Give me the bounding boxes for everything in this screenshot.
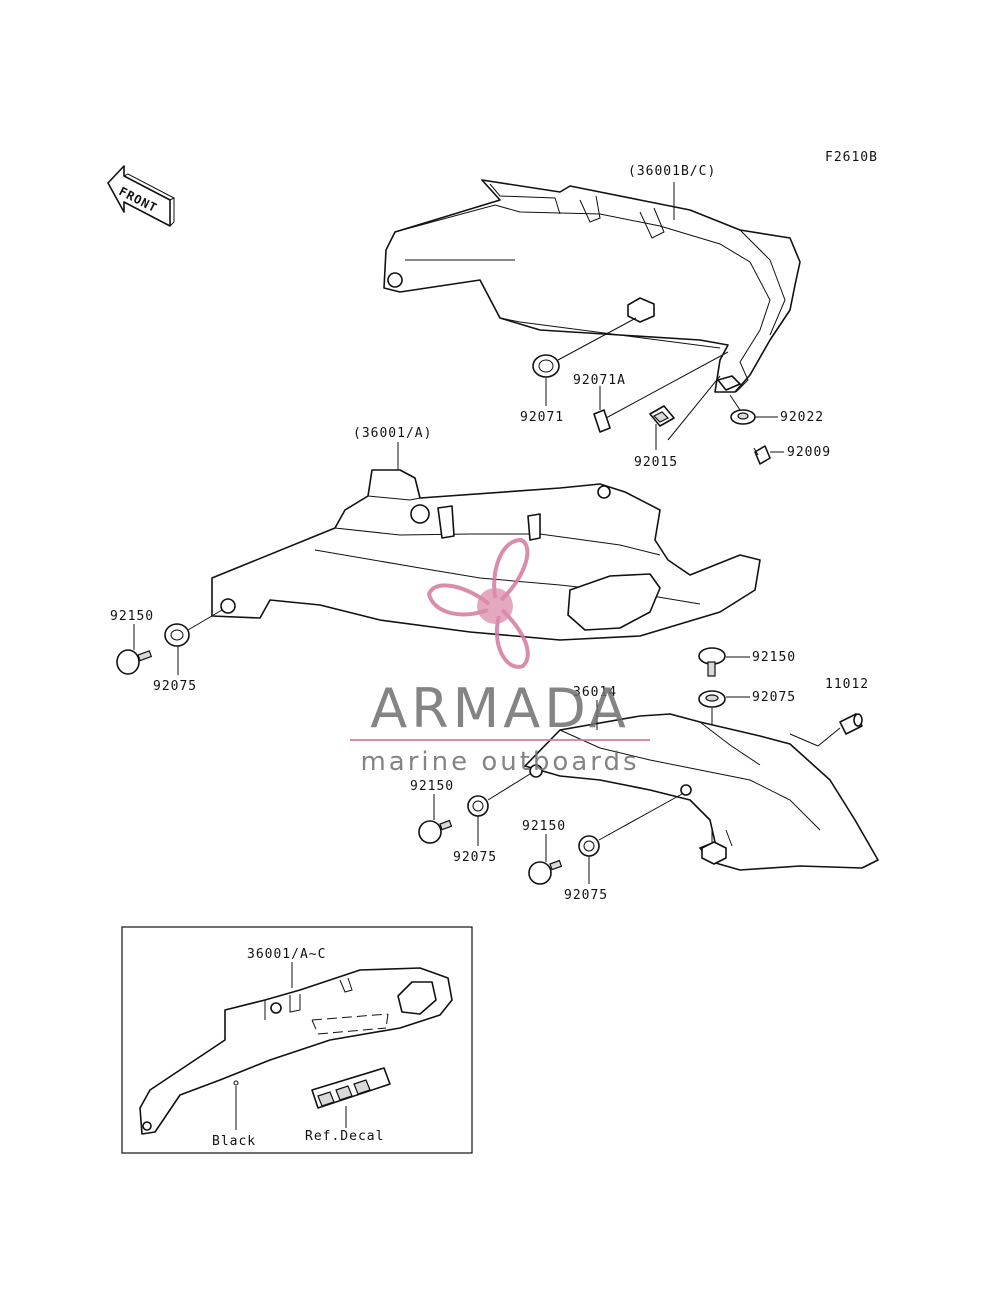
callout-cover-upper: (36001B/C) xyxy=(628,164,716,179)
callout-bolt-lower-a: 92150 xyxy=(410,779,454,794)
callout-bolt-right: 92150 xyxy=(752,650,796,665)
callout-damper-lower-a: 92075 xyxy=(453,850,497,865)
inset-part-label: 36001/A~C xyxy=(247,947,326,962)
figure-code: F2610B xyxy=(825,150,878,165)
middle-side-cover xyxy=(211,469,761,641)
callout-collar: 92022 xyxy=(780,410,824,425)
callout-damper-right: 92075 xyxy=(752,690,796,705)
watermark-brand: ARMADA xyxy=(370,677,630,740)
callout-damper-lower-b: 92075 xyxy=(564,888,608,903)
lower-cover-36014 xyxy=(524,713,879,871)
damper-92075-lower-b xyxy=(578,835,600,857)
inset-decal-note: Ref.Decal xyxy=(305,1129,384,1144)
decal-icon xyxy=(311,1067,391,1109)
grommet-92071 xyxy=(532,354,560,378)
inset-color-note: Black xyxy=(212,1134,256,1149)
watermark: ARMADA marine outboards xyxy=(350,537,650,777)
damper-92075-right xyxy=(698,690,726,708)
collar-92022 xyxy=(730,409,756,425)
screw-92009 xyxy=(753,445,771,465)
upper-side-cover xyxy=(383,179,801,393)
front-arrow-icon: FRONT xyxy=(107,165,176,227)
damper-92075-left xyxy=(164,623,190,647)
bolt-92150-left xyxy=(116,649,153,675)
callout-bolt-lower-b: 92150 xyxy=(522,819,566,834)
nut-clip-92015 xyxy=(649,405,675,427)
callout-cover-middle: (36001/A) xyxy=(353,426,432,441)
callout-cover-lower: 36014 xyxy=(573,685,617,700)
inset-cover xyxy=(139,967,453,1135)
damper-92075-lower-a xyxy=(467,795,489,817)
callout-nut-clip: 92015 xyxy=(634,455,678,470)
clip-92071a xyxy=(593,409,611,433)
callout-grommet: 92071 xyxy=(520,410,564,425)
bolt-92150-lower-a xyxy=(418,819,453,844)
callout-cap: 11012 xyxy=(825,677,869,692)
propeller-icon xyxy=(426,537,530,669)
cap-11012 xyxy=(839,713,863,735)
bolt-92150-right xyxy=(698,647,726,677)
watermark-tagline: marine outboards xyxy=(360,747,639,777)
callout-bolt-left: 92150 xyxy=(110,609,154,624)
bolt-92150-lower-b xyxy=(528,859,563,885)
callout-damper-left: 92075 xyxy=(153,679,197,694)
callout-clip: 92071A xyxy=(573,373,626,388)
callout-screw: 92009 xyxy=(787,445,831,460)
